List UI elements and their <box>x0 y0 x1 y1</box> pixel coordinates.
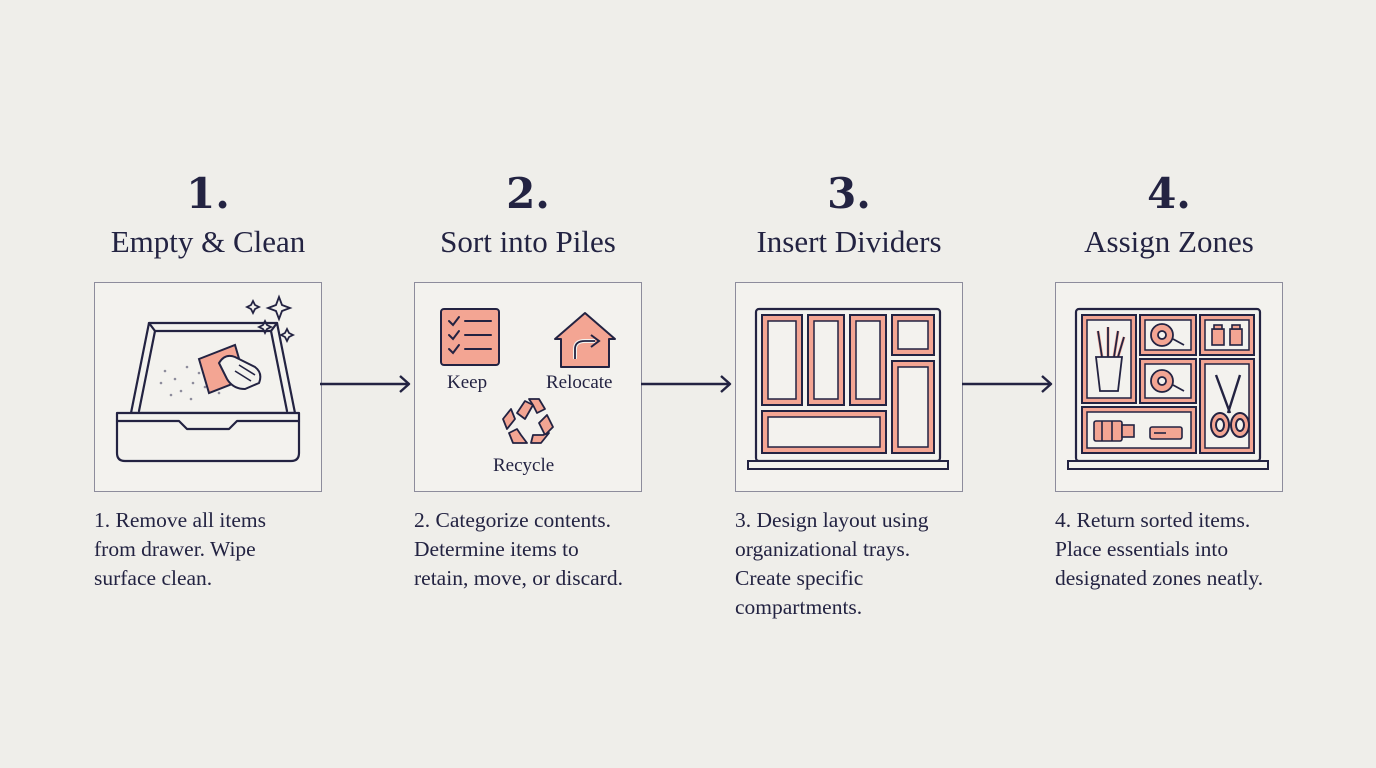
organized-drawer-icon <box>1067 307 1269 470</box>
step-3: 3. Insert Dividers 3. Des <box>735 170 963 622</box>
step-description: 4. Return sorted items. Place essentials… <box>1055 506 1315 593</box>
description-line: Determine items to <box>414 537 579 561</box>
step-4: 4. Assign Zones <box>1055 170 1283 593</box>
tape-roll-icon <box>1150 323 1185 393</box>
description-line: compartments. <box>735 595 863 619</box>
step-2: 2. Sort into Piles <box>414 170 642 593</box>
step-illustration-panel <box>94 282 322 492</box>
step-title: Insert Dividers <box>756 224 942 259</box>
description-line: 3. Design layout using <box>735 508 929 532</box>
drawer-cleaning-icon <box>115 294 301 463</box>
description-line: 4. Return sorted items. <box>1055 508 1251 532</box>
step-description: 1. Remove all items from drawer. Wipe su… <box>94 506 354 593</box>
description-line: Place essentials into <box>1055 537 1229 561</box>
description-line: Create specific <box>735 566 864 590</box>
description-line: retain, move, or discard. <box>414 566 623 590</box>
bottles-icon <box>1211 324 1243 346</box>
arrow-right-icon <box>641 375 732 393</box>
step-number: 4. <box>1147 169 1191 218</box>
pencil-cup-icon <box>1094 327 1126 392</box>
step-title: Empty & Clean <box>110 224 306 259</box>
step-illustration-panel: Keep Relocate Recycle <box>414 282 642 492</box>
arrow-right-icon <box>962 375 1053 393</box>
recycle-icon <box>502 398 554 444</box>
step-number: 3. <box>827 169 871 218</box>
stationery-icon <box>1093 420 1183 442</box>
step-illustration-panel <box>735 282 963 492</box>
sort-piles-icon <box>440 308 616 444</box>
description-line: 2. Categorize contents. <box>414 508 612 532</box>
checklist-icon <box>440 308 500 366</box>
keep-label: Keep <box>447 372 488 393</box>
relocate-house-icon <box>554 312 616 368</box>
step-title: Assign Zones <box>1084 224 1254 259</box>
recycle-label: Recycle <box>493 455 555 476</box>
description-line: 1. Remove all items <box>94 508 266 532</box>
step-number: 1. <box>186 169 230 218</box>
description-line: from drawer. Wipe <box>94 537 256 561</box>
step-1: 1. Empty & Clean <box>94 170 322 593</box>
description-line: surface clean. <box>94 566 213 590</box>
step-description: 3. Design layout using organizational tr… <box>735 506 995 622</box>
scissors-icon <box>1210 374 1250 438</box>
description-line: designated zones neatly. <box>1055 566 1264 590</box>
step-number: 2. <box>506 169 550 218</box>
drawer-dividers-icon <box>747 307 949 470</box>
arrow-right-icon <box>320 375 411 393</box>
step-illustration-panel <box>1055 282 1283 492</box>
relocate-label: Relocate <box>546 372 613 393</box>
step-description: 2. Categorize contents. Determine items … <box>414 506 674 593</box>
description-line: organizational trays. <box>735 537 911 561</box>
step-title: Sort into Piles <box>440 224 616 259</box>
